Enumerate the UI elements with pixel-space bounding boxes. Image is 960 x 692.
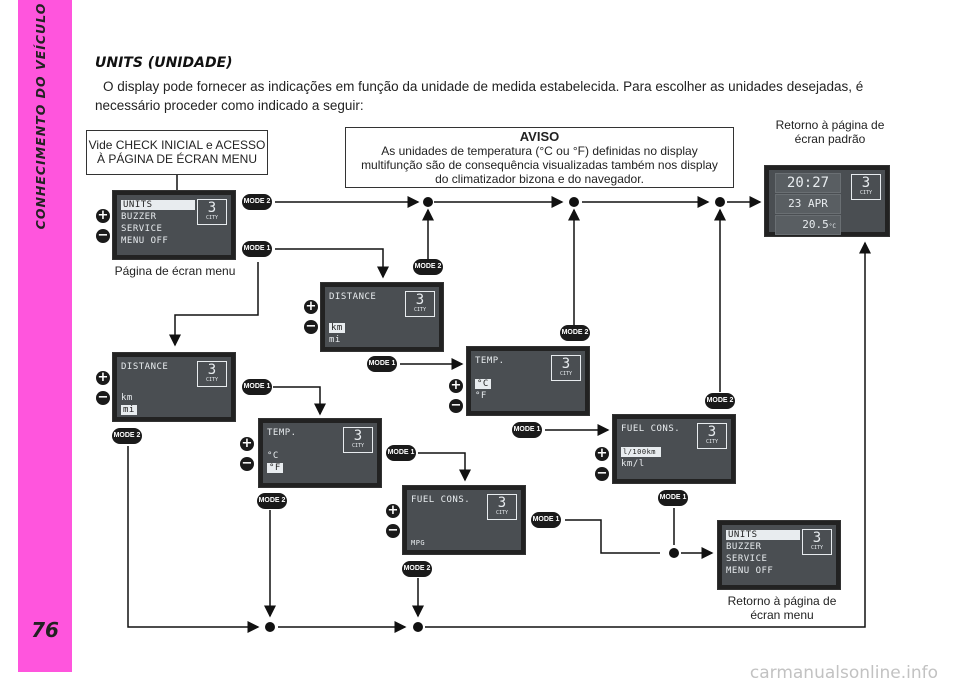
notice-title: AVISO: [519, 129, 560, 144]
mode2-button: MODE 2: [242, 194, 272, 210]
fuel-l100km-option: l/100km: [621, 447, 661, 457]
fuel-title: FUEL CONS.: [411, 495, 471, 505]
page-heading: UNITS (UNIDADE): [95, 55, 233, 71]
mode1-button: MODE 1: [386, 445, 416, 461]
mode2-button: MODE 2: [413, 259, 443, 275]
mode2-button: MODE 2: [402, 561, 432, 577]
return-menu-label: Retorno à página de écran menu: [727, 594, 837, 622]
distance-title: DISTANCE: [121, 362, 169, 372]
mode1-button: MODE 1: [512, 422, 542, 438]
minus-icon: −: [304, 319, 318, 334]
notice-text: As unidades de temperatura (°C ou °F) de…: [361, 144, 718, 186]
page-number: 76: [31, 618, 59, 642]
minus-icon: −: [386, 523, 400, 538]
start-instruction-text: Vide CHECK INICIAL e ACESSO À PÁGINA DE …: [88, 138, 266, 166]
menu-item-units: UNITS: [121, 200, 195, 210]
temp-title: TEMP.: [475, 356, 505, 366]
plus-icon: +: [304, 299, 318, 314]
distance-km-option: km: [329, 323, 345, 333]
plus-icon: +: [240, 436, 254, 451]
minus-icon: −: [96, 228, 110, 243]
plus-icon: +: [96, 208, 110, 223]
mode1-button: MODE 1: [242, 379, 272, 395]
mode1-button: MODE 1: [658, 490, 688, 506]
menu-item-service: SERVICE: [726, 554, 768, 564]
distance-mi-option: mi: [121, 405, 137, 415]
minus-icon: −: [595, 466, 609, 481]
distance-km-option: km: [121, 393, 133, 403]
plus-icon: +: [96, 370, 110, 385]
mode1-button: MODE 1: [531, 512, 561, 528]
temp-c-option: °C: [267, 451, 279, 461]
distance-title: DISTANCE: [329, 292, 377, 302]
fuel-kml-option: km/l: [621, 459, 645, 469]
temp-c-option: °C: [475, 379, 491, 389]
plus-icon: +: [449, 378, 463, 393]
temp-title: TEMP.: [267, 428, 297, 438]
fuel-title: FUEL CONS.: [621, 424, 681, 434]
mode2-button: MODE 2: [112, 428, 142, 444]
minus-icon: −: [96, 390, 110, 405]
watermark: carmanualsonline.info: [749, 663, 938, 683]
clock-time: 20:27: [775, 173, 841, 193]
menu-page-label: Página de écran menu: [114, 264, 236, 278]
minus-icon: −: [449, 398, 463, 413]
menu-item-service: SERVICE: [121, 224, 163, 234]
intro-paragraph: O display pode fornecer as indicações em…: [95, 79, 864, 113]
fuel-mpg-option: MPG: [411, 539, 426, 547]
return-default-label: Retorno à página de écran padrão: [775, 118, 885, 146]
minus-icon: −: [240, 456, 254, 471]
temp-f-option: °F: [267, 463, 283, 473]
mode2-button: MODE 2: [705, 393, 735, 409]
mode1-button: MODE 1: [367, 356, 397, 372]
temp-f-option: °F: [475, 391, 487, 401]
menu-item-menu-off: MENU OFF: [121, 236, 169, 246]
clock-temperature: 20.5°C: [775, 215, 841, 235]
plus-icon: +: [595, 446, 609, 461]
clock-date: 23 APR: [775, 194, 841, 214]
menu-item-buzzer: BUZZER: [121, 212, 157, 222]
menu-item-buzzer: BUZZER: [726, 542, 762, 552]
start-instruction-box: Vide CHECK INICIAL e ACESSO À PÁGINA DE …: [86, 130, 268, 175]
mode2-button: MODE 2: [257, 493, 287, 509]
distance-mi-option: mi: [329, 335, 341, 345]
mode2-button: MODE 2: [560, 325, 590, 341]
sidebar-band: [18, 0, 72, 672]
menu-item-units: UNITS: [726, 530, 800, 540]
mode1-button: MODE 1: [242, 241, 272, 257]
menu-item-menu-off: MENU OFF: [726, 566, 774, 576]
notice-box: AVISO As unidades de temperatura (°C ou …: [345, 127, 734, 188]
plus-icon: +: [386, 503, 400, 518]
